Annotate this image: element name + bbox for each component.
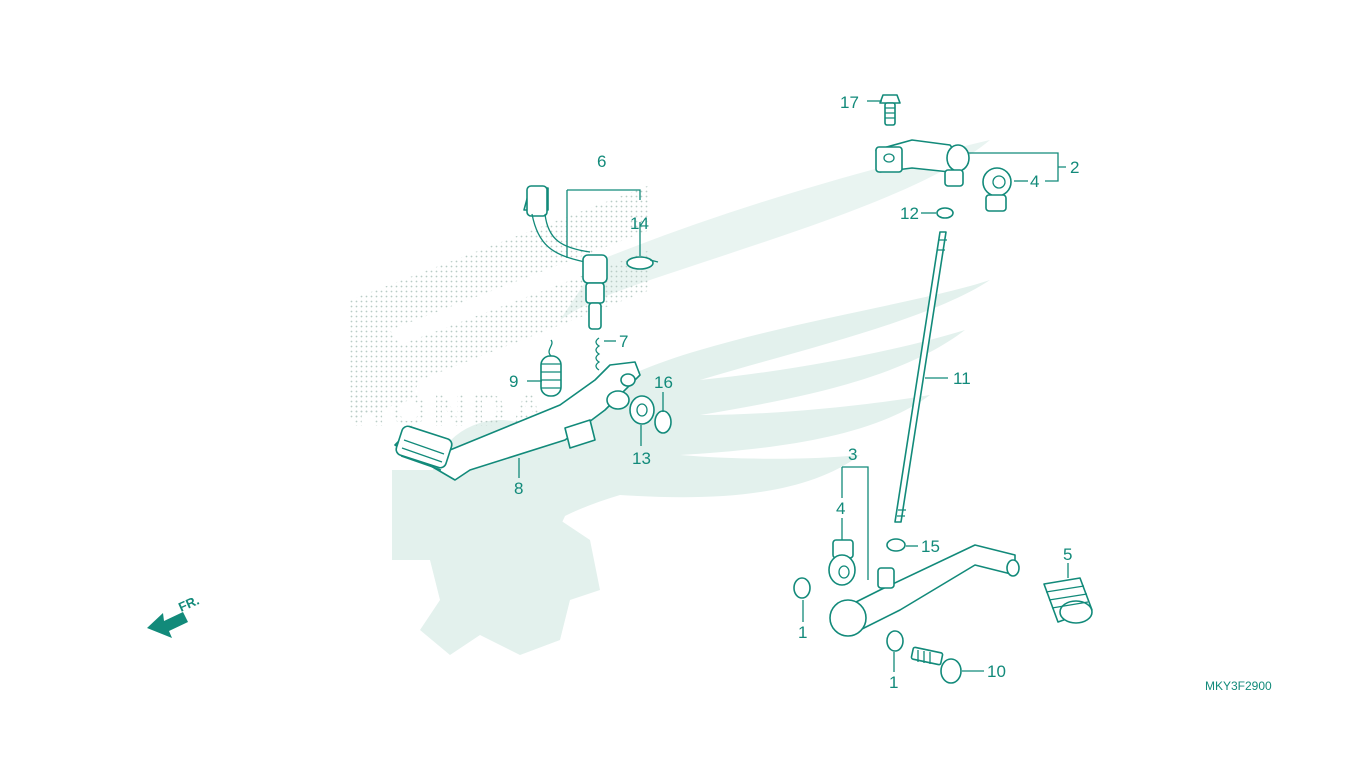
callout-7: 7 [619,332,628,351]
callout-10: 10 [987,662,1006,681]
part-13-washer [629,395,655,425]
watermark-dotted-wing-icon [350,185,650,420]
part-4-ball-joint-upper [982,167,1012,212]
part-4-ball-joint-lower [828,539,856,586]
front-direction-indicator: FR. [147,593,201,638]
callout-15: 15 [921,537,940,556]
callout-4-lower: 4 [836,499,845,518]
front-arrow-icon [147,612,188,638]
callout-1-right: 1 [889,673,898,692]
part-17-bolt [879,94,901,126]
callout-5: 5 [1063,545,1072,564]
leader-lines [518,100,1069,672]
callout-6: 6 [597,152,606,171]
callout-14: 14 [630,214,649,233]
part-10-pivot-bolt [910,646,962,684]
part-1-washer-right [886,630,904,652]
part-16-circlip [654,410,672,434]
callout-2: 2 [1070,158,1079,177]
part-8-brake-pedal [394,361,641,481]
front-direction-label: FR. [176,593,201,615]
part-14-clip [626,256,659,270]
callout-11: 11 [953,369,971,388]
part-11-tie-rod [894,231,947,523]
callout-8: 8 [514,479,523,498]
callout-1-left: 1 [798,623,807,642]
part-15-nut [886,538,906,552]
callout-4-upper: 4 [1030,172,1039,191]
part-2-shift-arm [875,139,970,187]
callout-13: 13 [632,449,651,468]
callout-9: 9 [509,372,518,391]
part-9-return-spring [540,339,562,397]
honda-watermark: HONDA [350,140,990,655]
watermark-wing-icon [470,280,990,560]
part-1-washer-left [793,577,811,599]
part-6-shift-arm [523,185,608,330]
diagram-code: MKY3F2900 [1205,679,1272,693]
watermark-wing-top-icon [560,140,990,320]
part-12-nut [936,207,954,219]
part-7-spring [595,337,601,371]
part-5-pedal-rubber [1043,577,1093,624]
callout-labels: 17 2 4 12 11 3 4 15 5 1 1 10 6 14 7 9 16… [509,93,1079,692]
callout-3: 3 [848,445,857,464]
part-3-gearshift-pedal [829,544,1020,637]
callout-17: 17 [840,93,859,112]
callout-12: 12 [900,204,919,223]
callout-16: 16 [654,373,673,392]
